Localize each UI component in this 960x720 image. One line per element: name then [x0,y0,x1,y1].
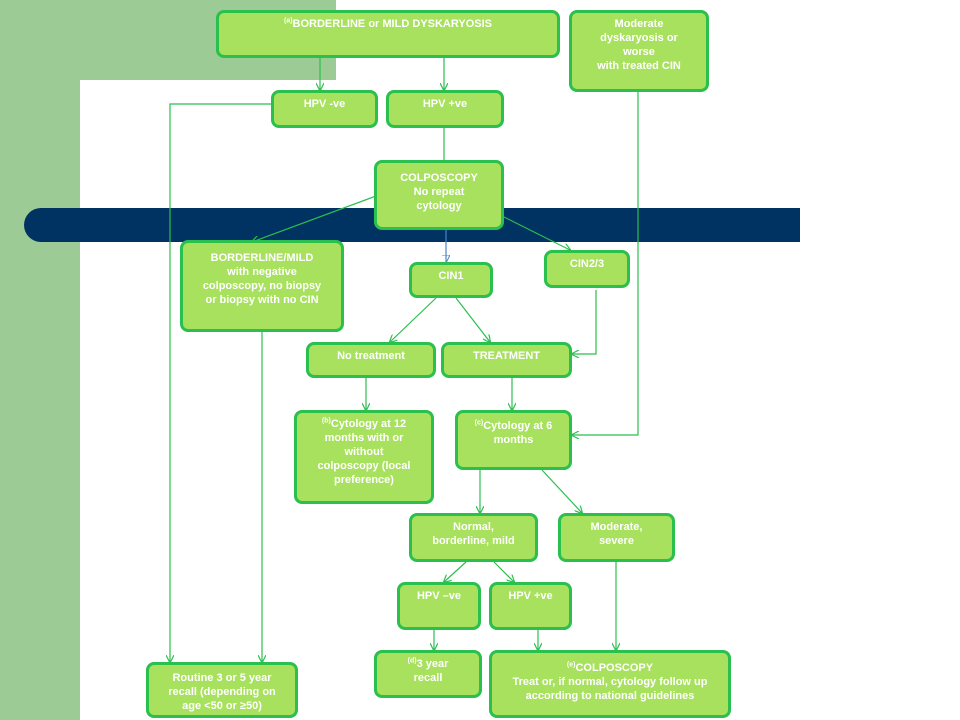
box-colposcopy: COLPOSCOPY No repeat cytology [374,160,504,230]
box-text: COLPOSCOPY No repeat cytology [400,172,478,212]
footnote-marker: (c) [474,419,484,427]
box-text: Moderate dyskaryosis or worse with treat… [597,18,681,72]
background-green-left [0,0,80,720]
arrow-cin23-to-treatment [572,290,597,354]
box-cytology-6-months: (c)Cytology at 6 months [455,410,572,470]
box-text: BORDERLINE/MILD with negative colposcopy… [202,252,322,306]
box-hpv-negative-top: HPV -ve [271,90,378,128]
box-text: HPV -ve [303,98,346,110]
box-text: COLPOSCOPY Treat or, if normal, cytology… [512,662,708,702]
box-borderline-negative-colposcopy: BORDERLINE/MILD with negative colposcopy… [180,240,344,332]
box-text: HPV –ve [416,590,462,602]
arrow-colposcopy-to-cin23 [501,215,570,250]
box-text: Cytology at 12 months with or without co… [317,418,411,486]
footnote-marker: (b) [321,417,331,425]
box-hpv-positive-bottom: HPV +ve [489,582,572,630]
box-text: Normal, borderline, mild [432,521,515,547]
box-no-treatment: No treatment [306,342,436,378]
box-moderate-severe: Moderate, severe [558,513,675,562]
footnote-marker: (a) [283,17,293,25]
box-text: BORDERLINE or MILD DYSKARYOSIS [292,18,492,30]
box-hpv-negative-bottom: HPV –ve [397,582,481,630]
box-normal-borderline-mild: Normal, borderline, mild [409,513,538,562]
box-text: CIN1 [438,270,464,282]
box-cin2-3: CIN2/3 [544,250,630,288]
box-text: TREATMENT [472,350,540,362]
arrow-normal-to-hpv-neg [444,561,467,582]
box-text: CIN2/3 [569,258,605,270]
arrow-moderate-to-cytology-6 [572,92,639,435]
box-borderline-mild-dyskaryosis: (a)BORDERLINE or MILD DYSKARYOSIS [216,10,560,58]
box-routine-recall: Routine 3 or 5 year recall (depending on… [146,662,298,718]
box-text: Cytology at 6 months [483,420,553,446]
box-cin1: CIN1 [409,262,493,298]
box-text: HPV +ve [422,98,468,110]
footnote-marker: (d) [407,657,417,665]
box-hpv-positive-top: HPV +ve [386,90,504,128]
box-text: Routine 3 or 5 year recall (depending on… [168,672,276,712]
box-three-year-recall: (d)3 year recall [374,650,482,698]
box-text: No treatment [337,350,405,362]
arrow-cytology-6-to-moderate [541,469,582,513]
box-text: HPV +ve [508,590,553,602]
arrow-cin1-to-treatment [455,297,490,342]
arrow-normal-to-hpv-pos [493,561,514,582]
arrow-hpv-neg-to-routine [170,103,274,662]
arrow-colposcopy-to-borderline [252,195,377,242]
box-moderate-dyskaryosis-or-worse: Moderate dyskaryosis or worse with treat… [569,10,709,92]
box-text: 3 year recall [413,658,449,684]
box-colposcopy-final: (e)COLPOSCOPY Treat or, if normal, cytol… [489,650,731,718]
arrow-cin1-to-no-treatment [390,297,437,342]
footnote-marker: (e) [566,661,576,669]
box-cytology-12-months: (b)Cytology at 12 months with or without… [294,410,434,504]
box-treatment: TREATMENT [441,342,572,378]
box-text: Moderate, severe [590,521,643,547]
